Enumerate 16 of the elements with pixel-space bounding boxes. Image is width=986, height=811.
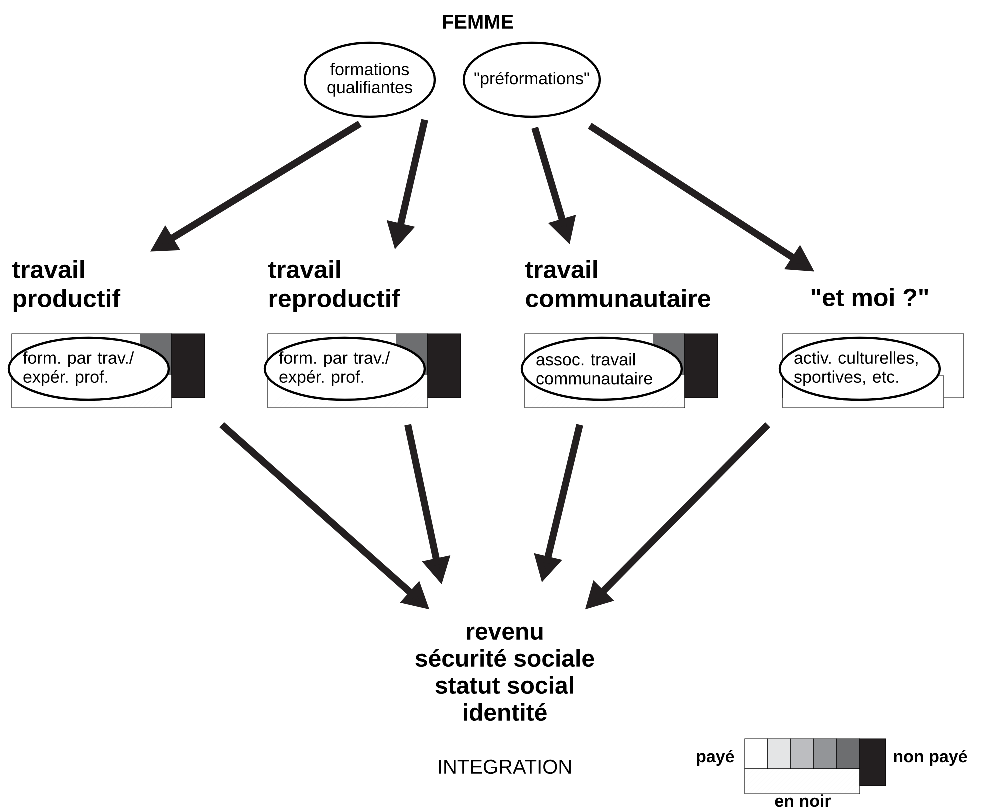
scale-label: payé [697, 750, 734, 766]
ellipse-node: form. par trav./ expér. prof. [264, 336, 426, 402]
node-label: "et moi ?" [812, 288, 928, 307]
scale-label: non payé [894, 750, 968, 766]
ellipse-node: assoc. travail communautaire [520, 336, 684, 402]
ellipse-node: formations qualifiantes [304, 42, 436, 118]
node-label: travail productif [12, 260, 121, 312]
outcome-text: revenu sécurité sociale statut social identité [416, 626, 594, 722]
node-label: travail reproductif [268, 260, 400, 312]
ellipse-node: form. par trav./ expér. prof. [8, 336, 170, 402]
heading-text: INTEGRATION [439, 760, 571, 774]
ellipse-node: activ. culturelles, sportives, etc. [778, 336, 942, 402]
node-label: travail communautaire [526, 260, 710, 308]
heading-text: FEMME [443, 15, 514, 29]
scale-label: en noir [775, 794, 832, 808]
ellipse-node: "préformations" [462, 42, 602, 118]
